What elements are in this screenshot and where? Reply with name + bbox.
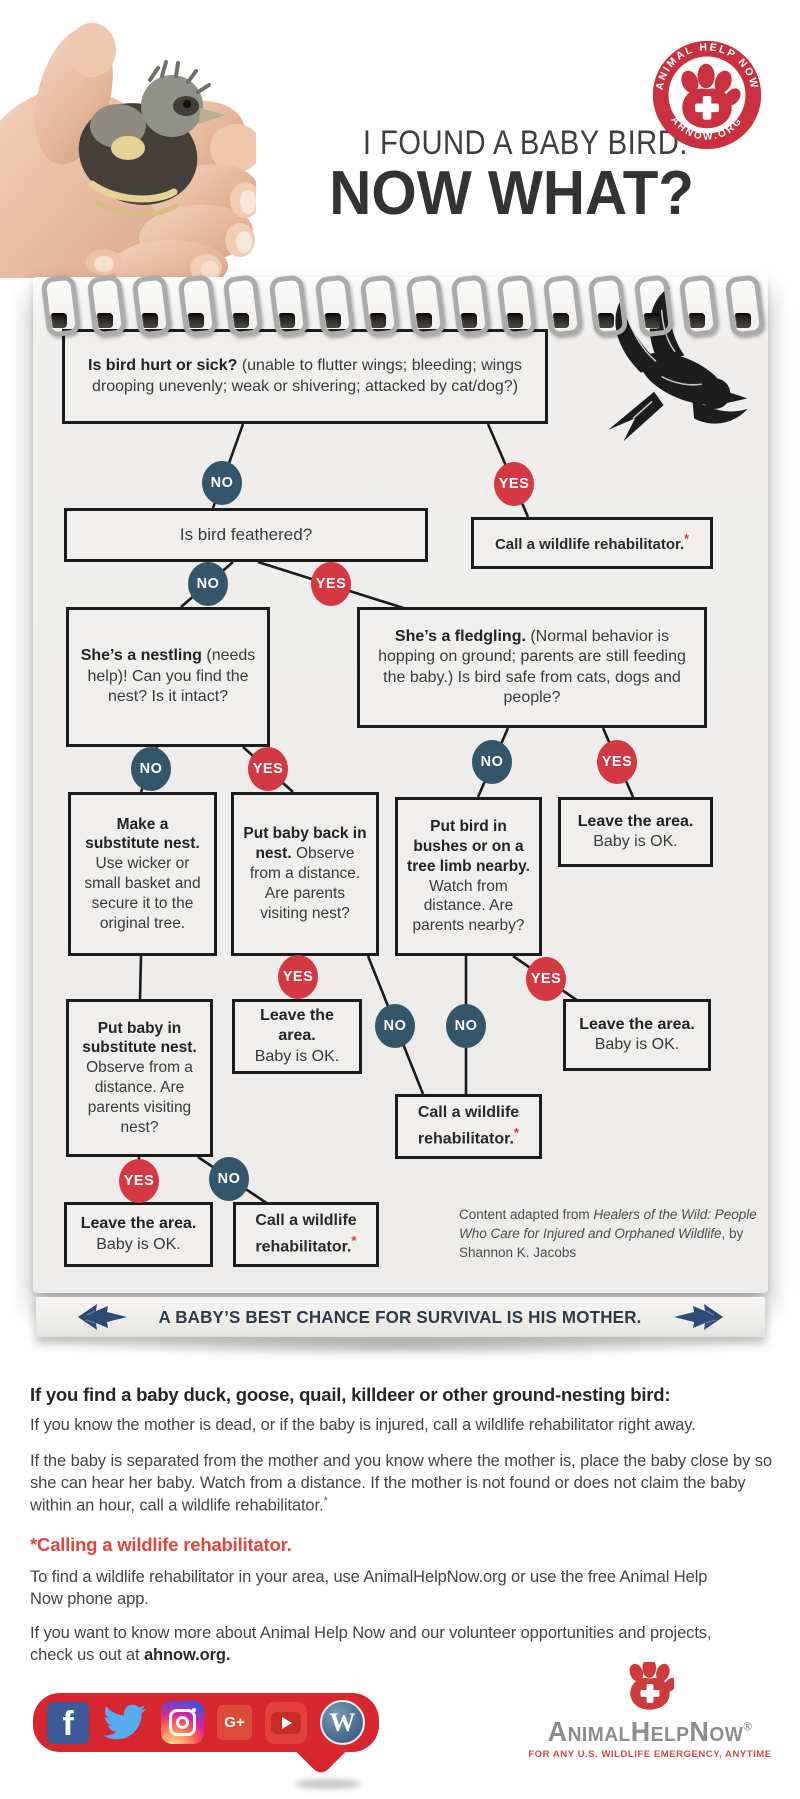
flow-box-leave-area-2: Leave the area.Baby is OK. bbox=[232, 999, 362, 1074]
flow-box-call-rehabilitator-2: Call a wildlife rehabilitator.* bbox=[395, 1094, 542, 1159]
flow-box-put-baby-substitute: Put baby in substitute nest. Observe fro… bbox=[66, 999, 213, 1157]
chip-yes: YES bbox=[278, 955, 318, 999]
flowchart: Is bird hurt or sick? (unable to flutter… bbox=[33, 277, 768, 1293]
citation: Content adapted from Healers of the Wild… bbox=[459, 1207, 757, 1261]
arrow-right-icon bbox=[78, 1304, 128, 1330]
paragraph-separated: If the baby is separated from the mother… bbox=[30, 1452, 772, 1515]
flow-box-substitute-nest: Make a substitute nest. Use wicker or sm… bbox=[68, 792, 217, 956]
page-subtitle: NOW WHAT? bbox=[329, 159, 694, 228]
animal-help-now-badge-logo: ANIMAL HELP NOW AHNOW.ORG bbox=[652, 40, 762, 150]
chip-yes: YES bbox=[119, 1159, 159, 1203]
flow-box-call-rehabilitator-1: Call a wildlife rehabilitator.* bbox=[471, 517, 713, 569]
paragraph-find-rehabilitator: To find a wildlife rehabilitator in your… bbox=[30, 1568, 708, 1609]
social-bubble: f G+ W bbox=[33, 1693, 379, 1752]
chip-yes: YES bbox=[597, 740, 637, 784]
flow-box-call-rehabilitator-3: Call a wildlife rehabilitator.* bbox=[233, 1202, 379, 1267]
bubble-shadow bbox=[295, 1779, 361, 1789]
footer-logo-tagline: FOR ANY U.S. WILDLIFE EMERGENCY, ANYTIME bbox=[528, 1749, 772, 1761]
paragraph-mother-dead: If you know the mother is dead, or if th… bbox=[30, 1416, 696, 1434]
flow-box-bird-in-bushes: Put bird in bushes or on a tree limb nea… bbox=[395, 797, 542, 956]
flow-box-leave-area-1: Leave the area.Baby is OK. bbox=[558, 797, 713, 867]
footer-logo: AnimalHelpNow® FOR ANY U.S. WILDLIFE EME… bbox=[520, 1658, 780, 1761]
flow-box-leave-area-3: Leave the area.Baby is OK. bbox=[563, 999, 711, 1071]
chip-no: NO bbox=[472, 740, 512, 784]
chip-no: NO bbox=[188, 562, 228, 606]
flow-box-leave-area-4: Leave the area.Baby is OK. bbox=[64, 1202, 213, 1267]
chip-yes: YES bbox=[494, 462, 534, 506]
chip-no: NO bbox=[202, 461, 242, 505]
google-plus-icon[interactable]: G+ bbox=[217, 1705, 252, 1740]
chip-no: NO bbox=[131, 747, 171, 791]
chip-no: NO bbox=[446, 1004, 486, 1048]
twitter-icon[interactable] bbox=[102, 1703, 148, 1743]
paragraph-know-more: If you want to know more about Animal He… bbox=[30, 1624, 712, 1665]
calling-rehabilitator-heading: *Calling a wildlife rehabilitator. bbox=[30, 1534, 292, 1555]
paw-cross-icon bbox=[629, 1658, 677, 1710]
cross-glyph bbox=[695, 95, 719, 120]
chip-yes: YES bbox=[526, 957, 566, 1001]
baby-bird bbox=[78, 60, 226, 217]
footer-logo-name: AnimalHelpNow® bbox=[547, 1716, 753, 1747]
hand-holding-baby-bird-photo bbox=[0, 23, 256, 278]
chip-no: NO bbox=[209, 1157, 249, 1201]
wordpress-icon[interactable]: W bbox=[320, 1700, 365, 1745]
page-shadow bbox=[55, 1336, 745, 1356]
chip-yes: YES bbox=[311, 562, 351, 606]
ground-nesting-heading: If you find a baby duck, goose, quail, k… bbox=[30, 1384, 671, 1405]
facebook-icon[interactable]: f bbox=[47, 1701, 89, 1744]
banner-strip: A BABY’S BEST CHANCE FOR SURVIVAL IS HIS… bbox=[36, 1297, 765, 1337]
flow-box-hurt-or-sick: Is bird hurt or sick? (unable to flutter… bbox=[62, 329, 548, 424]
page-title: I FOUND A BABY BIRD. bbox=[363, 124, 688, 162]
flow-box-is-feathered: Is bird feathered? bbox=[64, 508, 428, 562]
banner-text: A BABY’S BEST CHANCE FOR SURVIVAL IS HIS… bbox=[158, 1306, 643, 1327]
chip-no: NO bbox=[375, 1004, 415, 1048]
youtube-icon[interactable] bbox=[265, 1701, 307, 1744]
flow-box-put-baby-back: Put baby back in nest. Observe from a di… bbox=[231, 792, 379, 956]
flow-box-nestling: She’s a nestling (needs help)! Can you f… bbox=[66, 607, 270, 747]
chip-yes: YES bbox=[248, 747, 288, 791]
flying-bird-illustration bbox=[608, 286, 748, 442]
flow-box-fledgling: She’s a fledgling. (Normal behavior is h… bbox=[357, 607, 707, 728]
instagram-icon[interactable] bbox=[161, 1701, 204, 1744]
arrow-left-icon bbox=[673, 1304, 723, 1330]
